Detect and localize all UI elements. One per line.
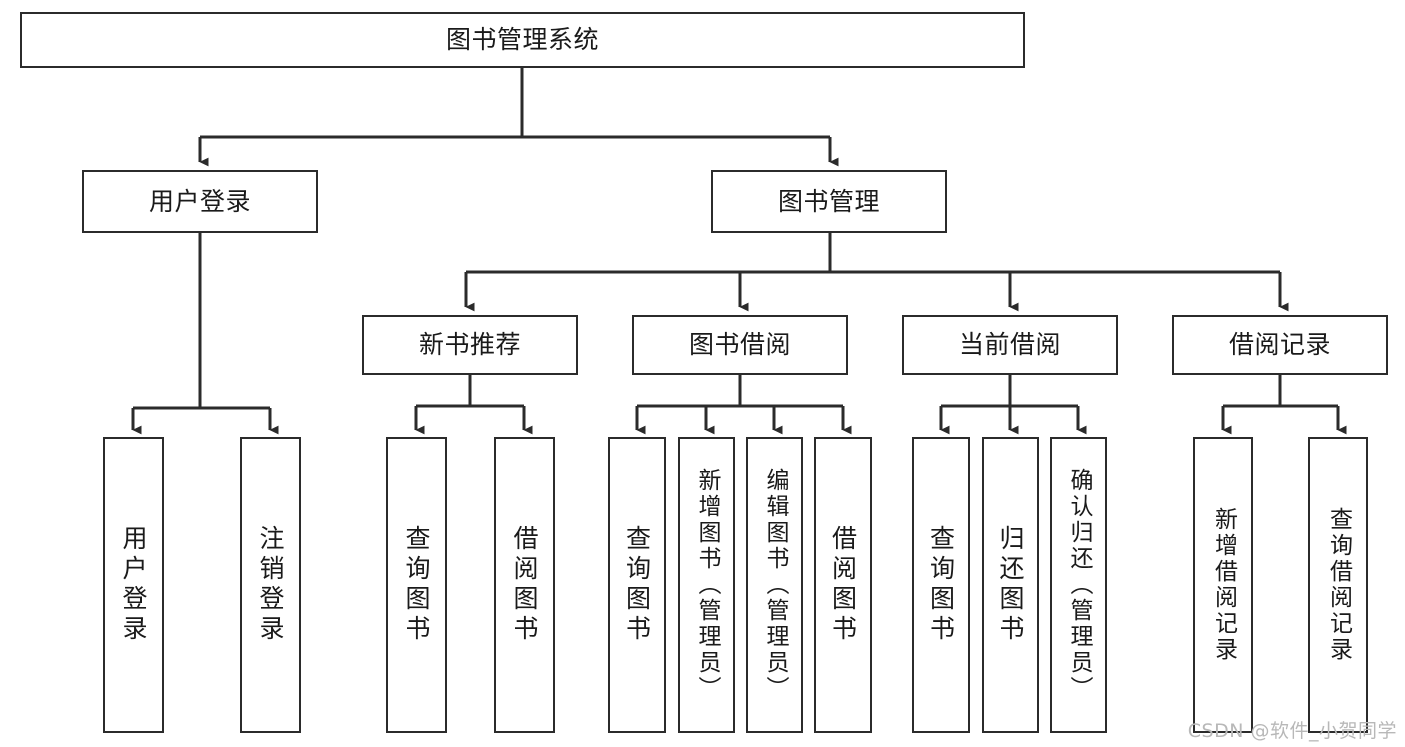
node-label: 用户登录 bbox=[148, 186, 251, 216]
node-label: 当前借阅 bbox=[958, 330, 1061, 359]
node-leaf-query-book-borrow[interactable]: 查询图书 bbox=[608, 437, 666, 733]
node-label: 借阅记录 bbox=[1228, 330, 1331, 359]
node-leaf-borrow-book-borrow[interactable]: 借阅图书 bbox=[814, 437, 872, 733]
node-leaf-borrow-book-new-recommend[interactable]: 借阅图书 bbox=[494, 437, 555, 733]
node-label: 编辑图书（管理员） bbox=[762, 468, 788, 702]
node-leaf-query-book-new-recommend[interactable]: 查询图书 bbox=[386, 437, 447, 733]
node-leaf-user-login[interactable]: 用户登录 bbox=[103, 437, 164, 733]
node-leaf-edit-book-admin[interactable]: 编辑图书（管理员） bbox=[746, 437, 803, 733]
node-label: 新书推荐 bbox=[418, 330, 521, 359]
node-leaf-confirm-return-admin[interactable]: 确认归还（管理员） bbox=[1050, 437, 1107, 733]
csdn-watermark: CSDN @软件_小贺同学 bbox=[1187, 720, 1397, 742]
node-label: 图书管理 bbox=[777, 186, 880, 216]
node-label: 图书管理系统 bbox=[445, 25, 599, 54]
node-book-borrow[interactable]: 图书借阅 bbox=[632, 315, 848, 375]
node-label: 借阅图书 bbox=[828, 525, 858, 645]
node-leaf-query-book-current[interactable]: 查询图书 bbox=[912, 437, 970, 733]
node-label: 新增图书（管理员） bbox=[694, 468, 720, 702]
node-label: 查询图书 bbox=[926, 525, 956, 645]
node-label: 图书借阅 bbox=[688, 330, 791, 359]
node-label: 查询图书 bbox=[622, 525, 652, 645]
node-leaf-return-book[interactable]: 归还图书 bbox=[982, 437, 1039, 733]
node-label: 用户登录 bbox=[119, 525, 148, 645]
node-current-borrow[interactable]: 当前借阅 bbox=[902, 315, 1118, 375]
node-label: 确认归还（管理员） bbox=[1066, 468, 1092, 702]
node-leaf-add-borrow-record[interactable]: 新增借阅记录 bbox=[1193, 437, 1253, 733]
node-leaf-add-book-admin[interactable]: 新增图书（管理员） bbox=[678, 437, 735, 733]
node-new-book-recommend[interactable]: 新书推荐 bbox=[362, 315, 578, 375]
node-label: 借阅图书 bbox=[510, 525, 539, 645]
node-label: 查询借阅记录 bbox=[1325, 507, 1352, 663]
node-root-book-management-system[interactable]: 图书管理系统 bbox=[20, 12, 1025, 68]
node-leaf-logout-login[interactable]: 注销登录 bbox=[240, 437, 301, 733]
node-label: 归还图书 bbox=[996, 525, 1025, 645]
node-leaf-query-borrow-record[interactable]: 查询借阅记录 bbox=[1308, 437, 1368, 733]
node-label: 查询图书 bbox=[402, 525, 431, 645]
node-user-login[interactable]: 用户登录 bbox=[82, 170, 318, 233]
node-label: 新增借阅记录 bbox=[1210, 507, 1237, 663]
node-label: 注销登录 bbox=[256, 525, 285, 645]
node-borrow-record[interactable]: 借阅记录 bbox=[1172, 315, 1388, 375]
node-book-manage[interactable]: 图书管理 bbox=[711, 170, 947, 233]
